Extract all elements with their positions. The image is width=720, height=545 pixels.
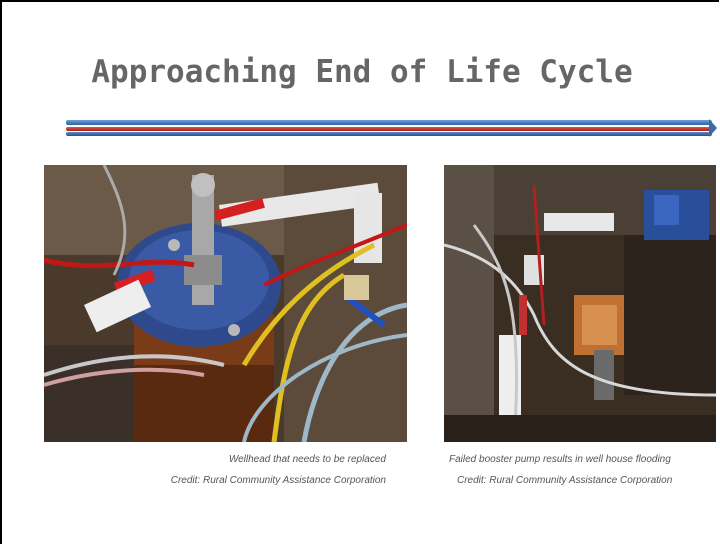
booster-pump-caption: Failed booster pump results in well hous… <box>449 454 671 465</box>
wellhead-credit: Credit: Rural Community Assistance Corpo… <box>170 475 386 486</box>
slide-title: Approaching End of Life Cycle <box>91 54 633 90</box>
title-rule-blue <box>66 120 712 125</box>
wellhead-photo <box>44 165 407 442</box>
title-rule-red <box>66 127 712 131</box>
booster-pump-credit: Credit: Rural Community Assistance Corpo… <box>457 475 673 486</box>
wellhead-caption: Wellhead that needs to be replaced <box>228 454 386 465</box>
booster-pump-photo <box>444 165 716 442</box>
rule-arrow-icon <box>709 119 717 137</box>
title-rule-blue-lower <box>66 132 712 136</box>
